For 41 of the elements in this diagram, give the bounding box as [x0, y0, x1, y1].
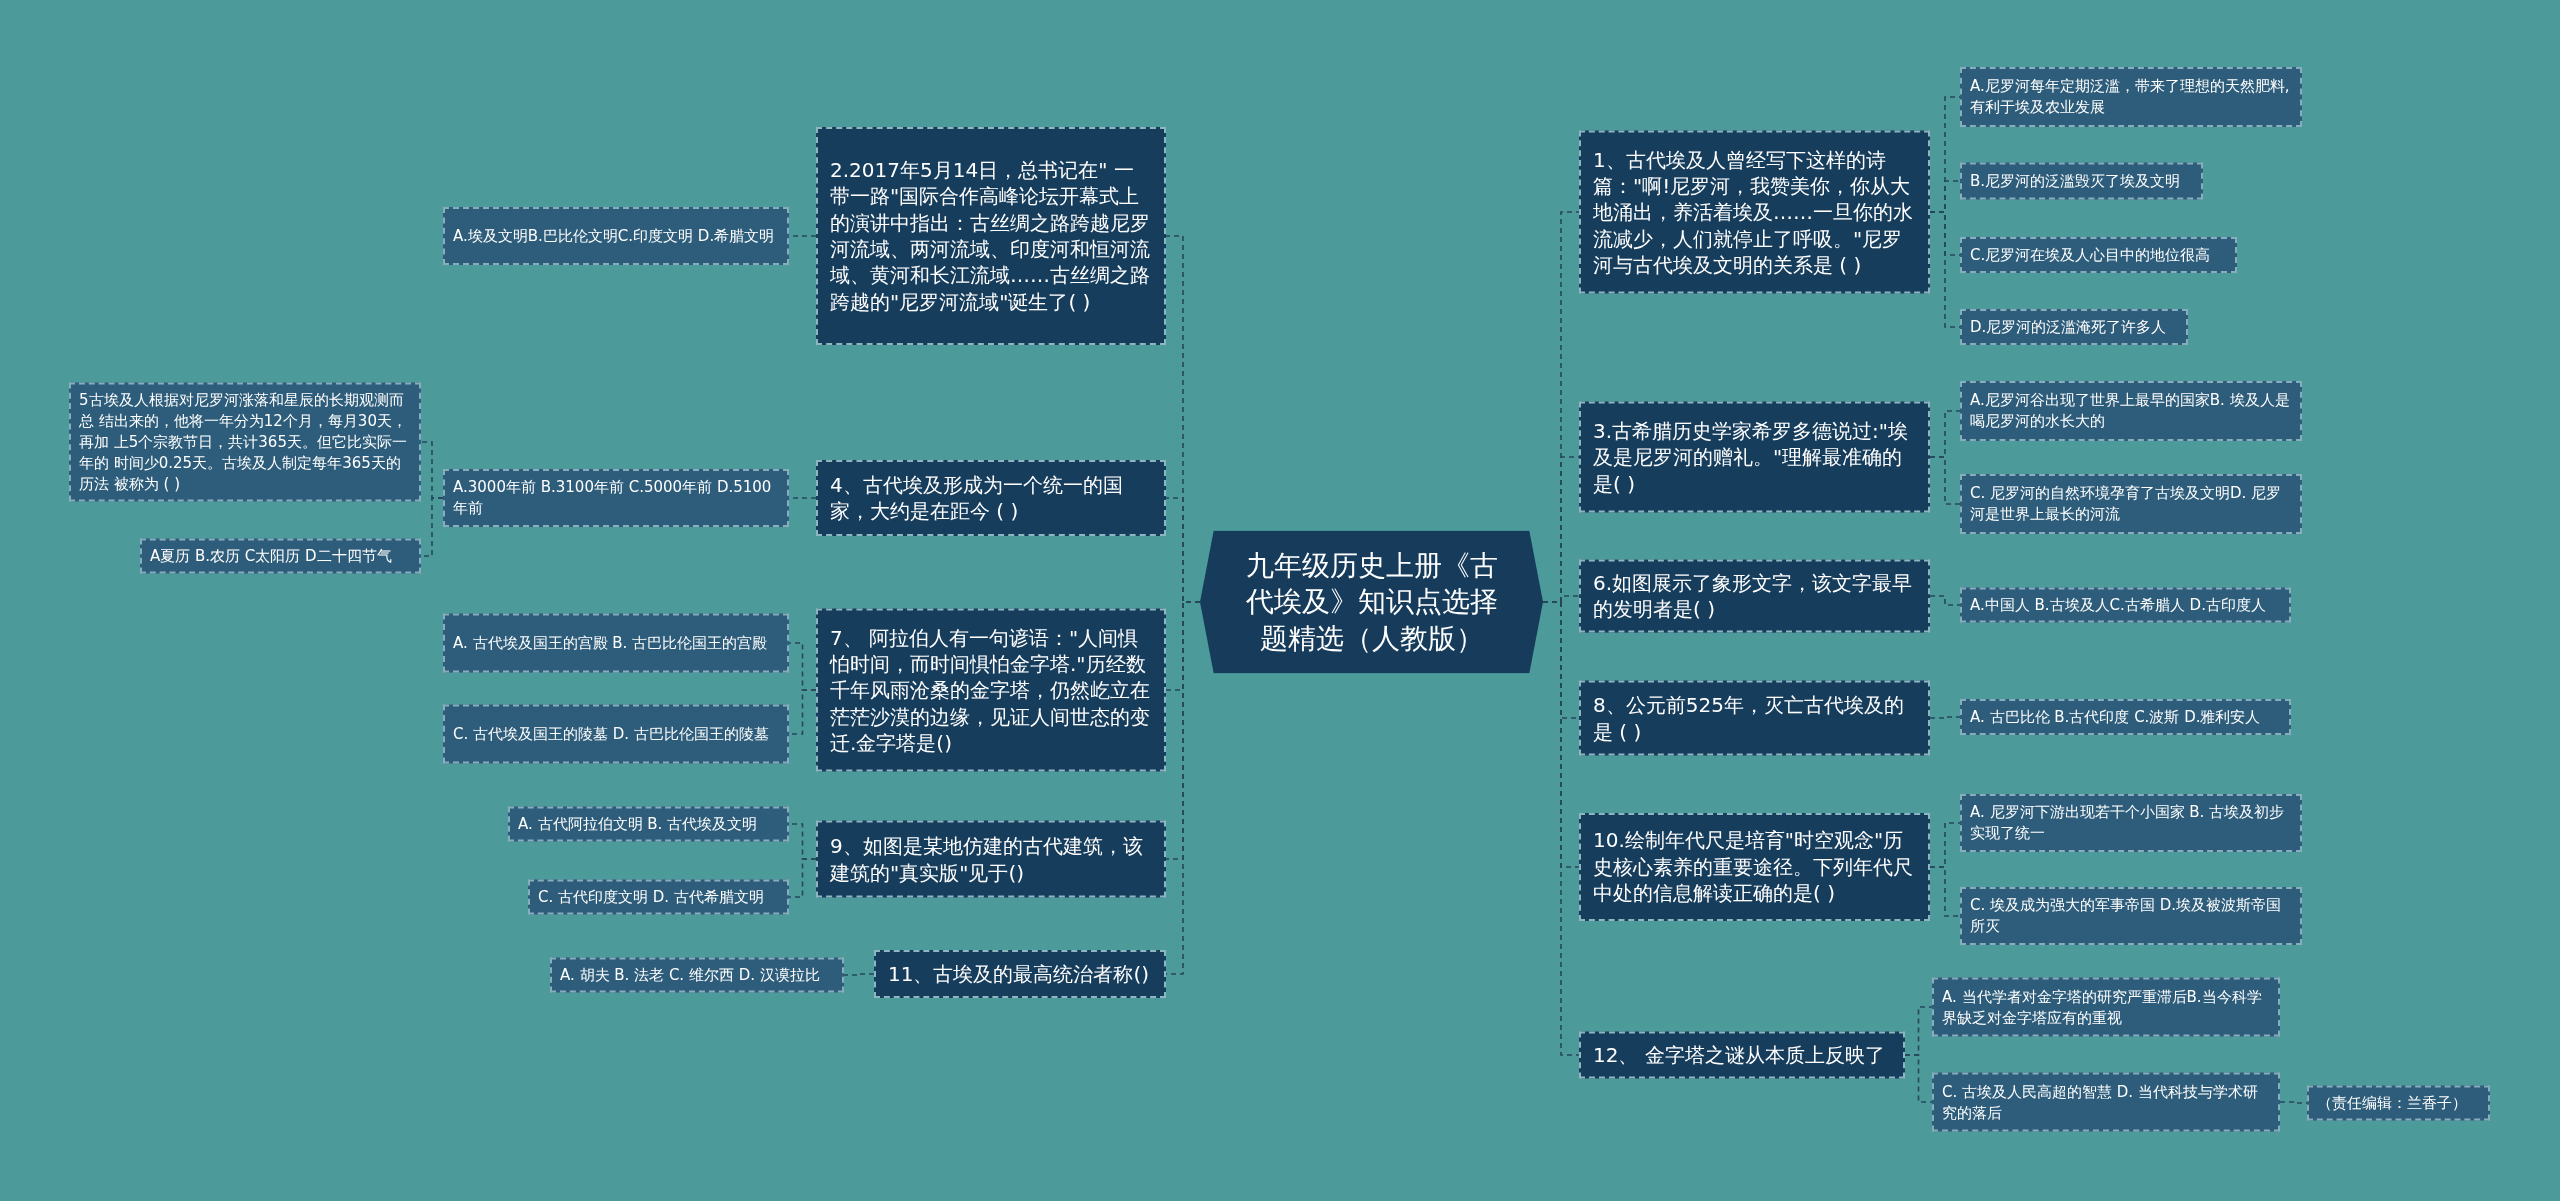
- answer-box: B.尼罗河的泛滥毁灭了埃及文明: [1960, 162, 2203, 200]
- connector-line: [1929, 866, 1961, 917]
- question-box: 12、 金字塔之谜从本质上反映了: [1579, 1031, 1905, 1079]
- answer-box: C. 尼罗河的自然环境孕育了古埃及文明D. 尼罗河是世界上最长的河流: [1960, 474, 2302, 534]
- answer-box: A. 胡夫 B. 法老 C. 维尔西 D. 汉谟拉比: [550, 957, 844, 993]
- answer-box: C. 古代印度文明 D. 古代希腊文明: [528, 879, 789, 915]
- answer-box: （责任编辑：兰香子）: [2307, 1085, 2490, 1121]
- answer-box: A. 古代埃及国王的宫殿 B. 古巴比伦国王的宫殿: [443, 613, 789, 673]
- question-box: 7、 阿拉伯人有一句谚语："人间惧怕时间，而时间惧怕金字塔."历经数千年风雨沧桑的金字塔，仍然屹立在茫茫沙漠的边缘，见证人间世态的变迁.金字塔是(): [816, 608, 1166, 772]
- connector-line: [1904, 1054, 1933, 1103]
- connector-line: [1929, 716, 1961, 719]
- answer-box: A. 古巴比伦 B.古代印度 C.波斯 D.雅利安人: [1960, 699, 2291, 735]
- question-box: 6.如图展示了象形文字，该文字最早的发明者是( ): [1579, 559, 1930, 633]
- question-box: 8、公元前525年，灭亡古代埃及的是 ( ): [1579, 680, 1930, 756]
- answer-box: A.尼罗河每年定期泛滥，带来了理想的天然肥料,有利于埃及农业发展: [1960, 67, 2302, 127]
- answer-box: A. 古代阿拉伯文明 B. 古代埃及文明: [508, 806, 789, 842]
- question-box: 3.古希腊历史学家希罗多德说过:"埃及是尼罗河的赠礼。"理解最准确的是( ): [1579, 401, 1930, 513]
- question-box: 10.绘制年代尺是培育"时空观念"历史核心素养的重要途径。下列年代尺中处的信息解读正确的是( ): [1579, 813, 1930, 921]
- answer-box: A. 尼罗河下游出现若干个小国家 B. 古埃及初步实现了统一: [1960, 794, 2302, 852]
- answer-box: A. 当代学者对金字塔的研究严重滞后B.当今科学界缺乏对金字塔应有的重视: [1932, 977, 2280, 1037]
- answer-box: A.3000年前 B.3100年前 C.5000年前 D.5100年前: [443, 469, 789, 527]
- answer-box: C. 古代埃及国王的陵墓 D. 古巴比伦国王的陵墓: [443, 704, 789, 764]
- answer-box: 5古埃及人根据对尼罗河涨落和星辰的长期观测而总 结出来的，他将一年分为12个月，每月30天，再加 上5个宗教节日，共计365天。但它比实际一年的 时间少0.25天。古埃及人制定每年365天的历法 被称为 ( ): [69, 382, 421, 502]
- answer-box: A.埃及文明B.巴比伦文明C.印度文明 D.希腊文明: [443, 207, 789, 265]
- answer-box: D.尼罗河的泛滥淹死了许多人: [1960, 309, 2188, 345]
- connector-line: [843, 973, 875, 976]
- answer-box: A夏历 B.农历 C太阳历 D二十四节气: [140, 538, 421, 574]
- connector-line: [1929, 595, 1961, 606]
- central-topic-box: 九年级历史上册《古代埃及》知识点选择题精选（人教版）: [1200, 530, 1543, 674]
- question-box: 9、如图是某地仿建的古代建筑，该建筑的"真实版"见于(): [816, 820, 1166, 898]
- question-box: 2.2017年5月14日，总书记在" 一带一路"国际合作高峰论坛开幕式上的演讲中指出：古丝绸之路跨越尼罗河流域、两河流域、印度河和恒河流域、黄河和长江流域……古丝绸之路跨越的"尼罗河流域"诞生了( ): [816, 127, 1166, 345]
- answer-box: C. 埃及成为强大的军事帝国 D.埃及被波斯帝国所灭: [1960, 887, 2302, 945]
- answer-box: A.中国人 B.古埃及人C.古希腊人 D.古印度人: [1960, 587, 2291, 623]
- question-box: 4、古代埃及形成为一个统一的国家，大约是在距今 ( ): [816, 460, 1166, 536]
- question-box: 1、古代埃及人曾经写下这样的诗篇："啊!尼罗河，我赞美你，你从大地涌出，养活着埃及……一旦你的水流减少，人们就停止了呼吸。"尼罗河与古代埃及文明的关系是 ( ): [1579, 130, 1930, 294]
- question-box: 11、古埃及的最高统治者称(): [874, 950, 1166, 998]
- answer-box: A.尼罗河谷出现了世界上最早的国家B. 埃及人是喝尼罗河的水长大的: [1960, 381, 2302, 441]
- answer-box: C.尼罗河在埃及人心目中的地位很高: [1960, 237, 2237, 273]
- connector-line: [788, 858, 817, 898]
- answer-box: C. 古埃及人民高超的智慧 D. 当代科技与学术研究的落后: [1932, 1072, 2280, 1132]
- connector-line: [1929, 456, 1961, 505]
